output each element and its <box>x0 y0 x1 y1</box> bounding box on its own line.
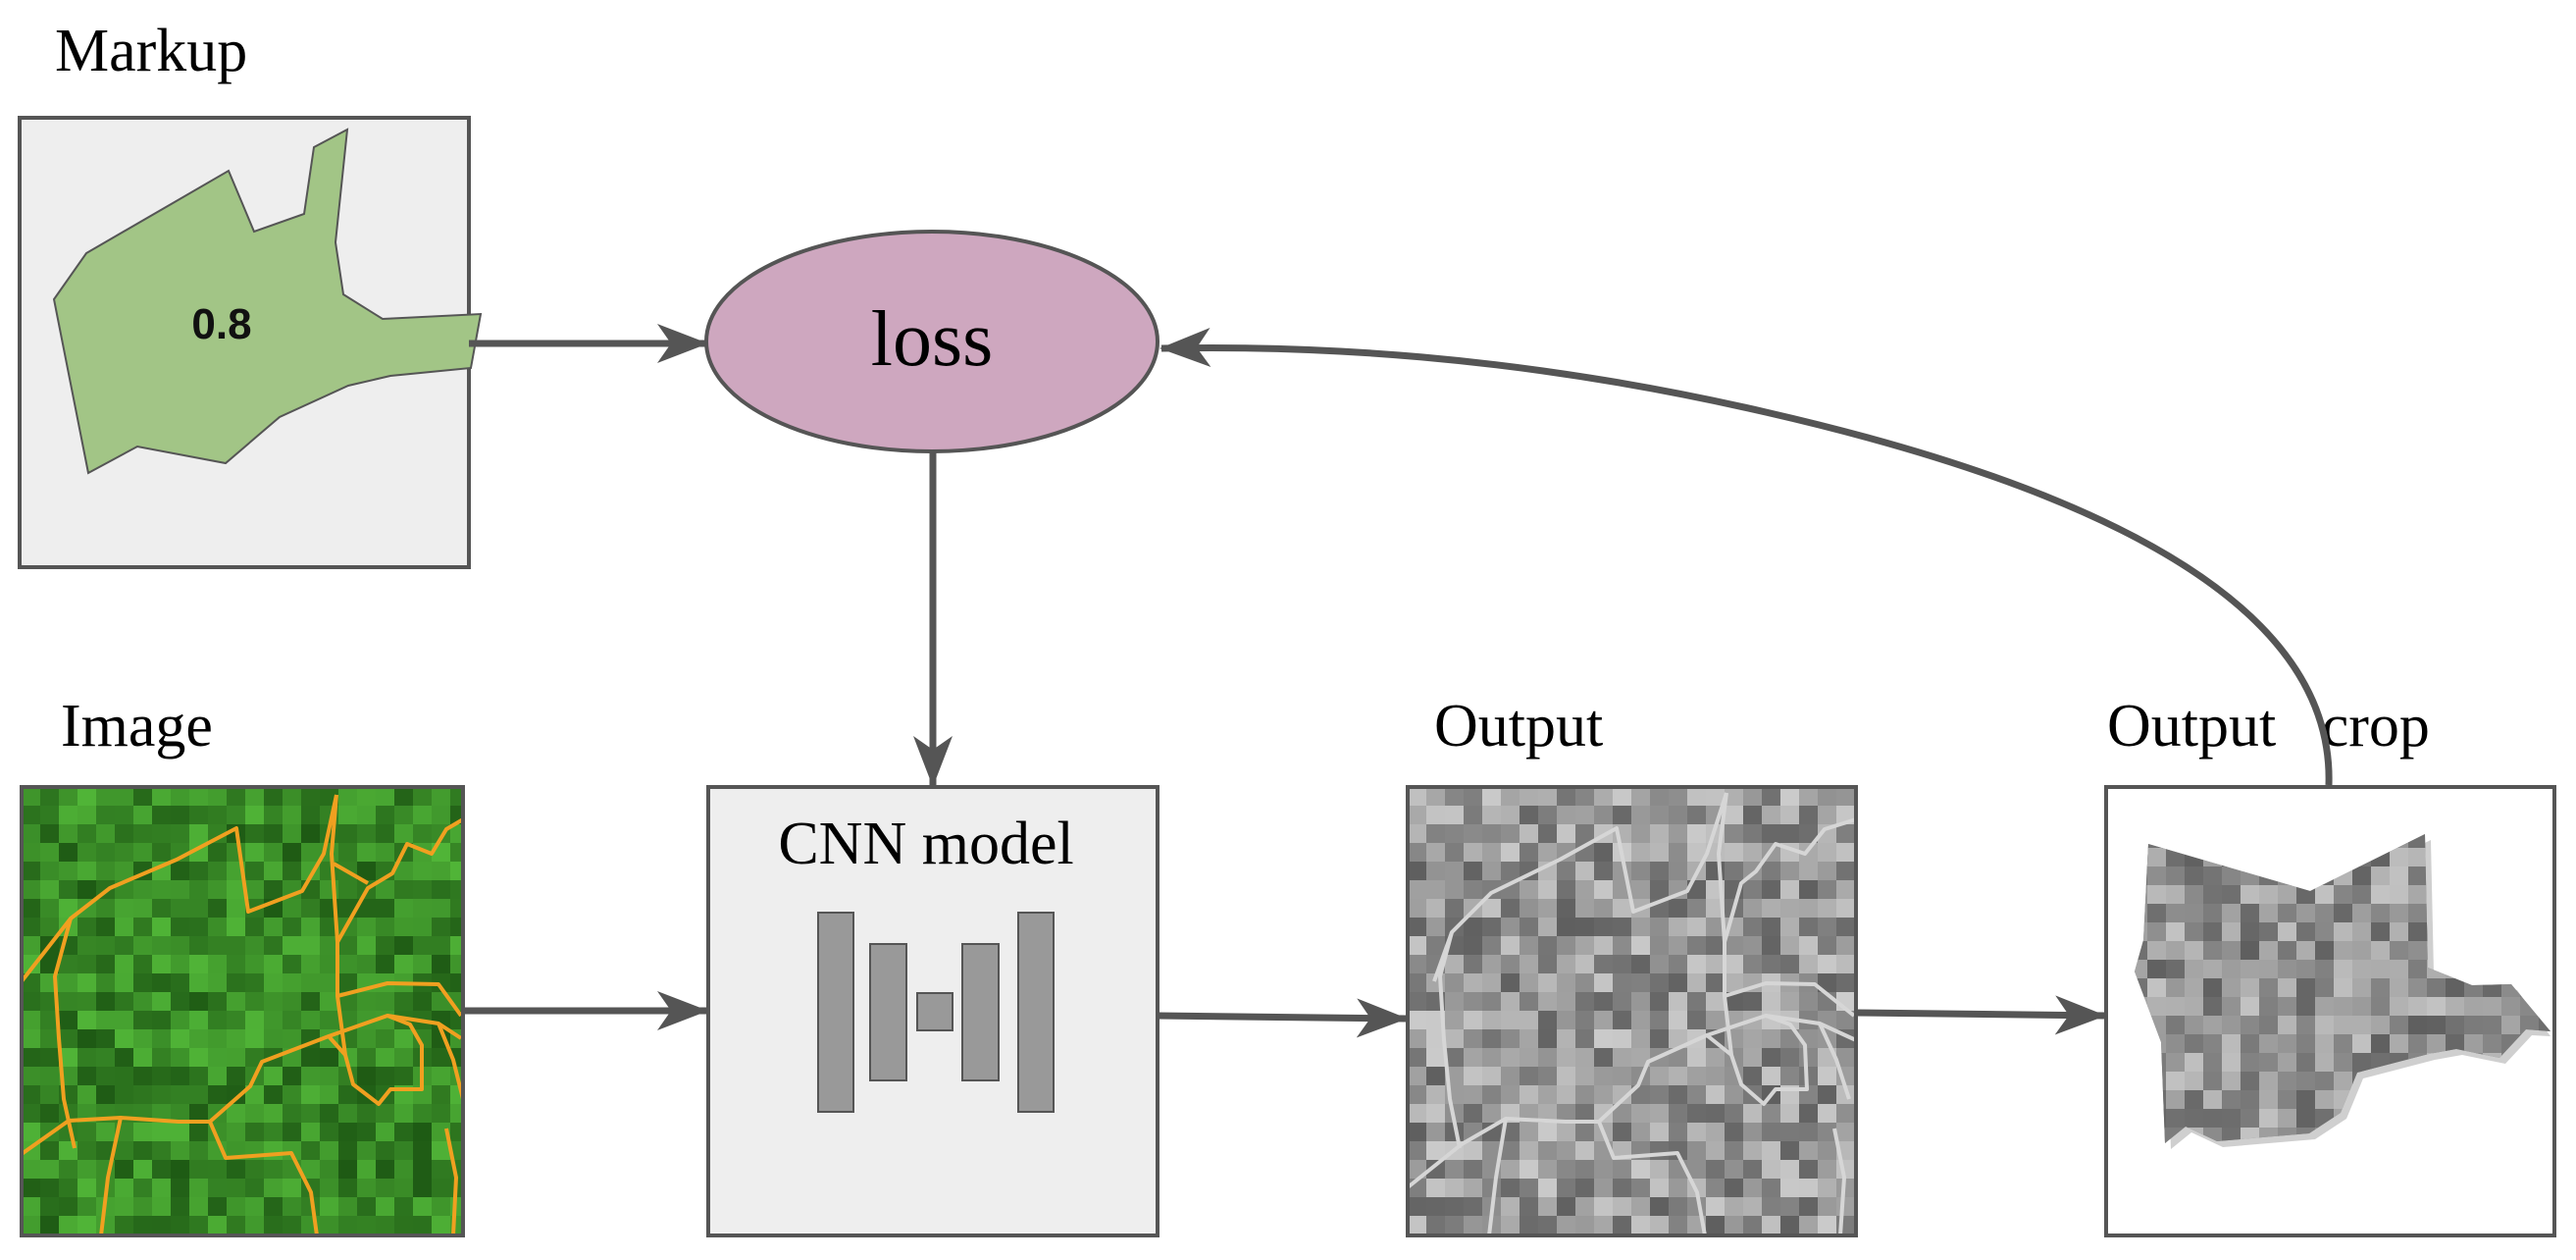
arrow-cnn-to-output <box>1157 998 1408 1038</box>
arrow-crop-to-loss <box>1159 327 2333 786</box>
image-field-boundaries <box>22 794 463 1235</box>
output-texture <box>1408 787 1856 1235</box>
output-label: Output <box>1434 693 1603 760</box>
output-crop-label: Output crop <box>2107 693 2430 760</box>
markup-value: 0.8 <box>191 300 251 348</box>
image-panel <box>20 785 465 1237</box>
connectors <box>463 324 2333 1038</box>
output-field-boundaries <box>1408 792 1856 1235</box>
markup-polygon <box>52 128 483 475</box>
image-label: Image <box>61 693 213 760</box>
output-crop-panel <box>2104 785 2556 1237</box>
markup-label: Markup <box>55 18 247 84</box>
loss-label: loss <box>871 296 994 383</box>
arrow-output-to-crop <box>1855 995 2106 1035</box>
cnn-model-panel: CNN model <box>706 785 1159 1237</box>
cnn-label: CNN model <box>778 811 1073 877</box>
output-panel <box>1406 785 1858 1237</box>
loss-node: loss <box>704 230 1159 453</box>
output-frame <box>1406 785 1858 1237</box>
markup-panel: 0.8 <box>18 116 483 569</box>
encoder-decoder-bars-icon <box>817 912 1055 1113</box>
